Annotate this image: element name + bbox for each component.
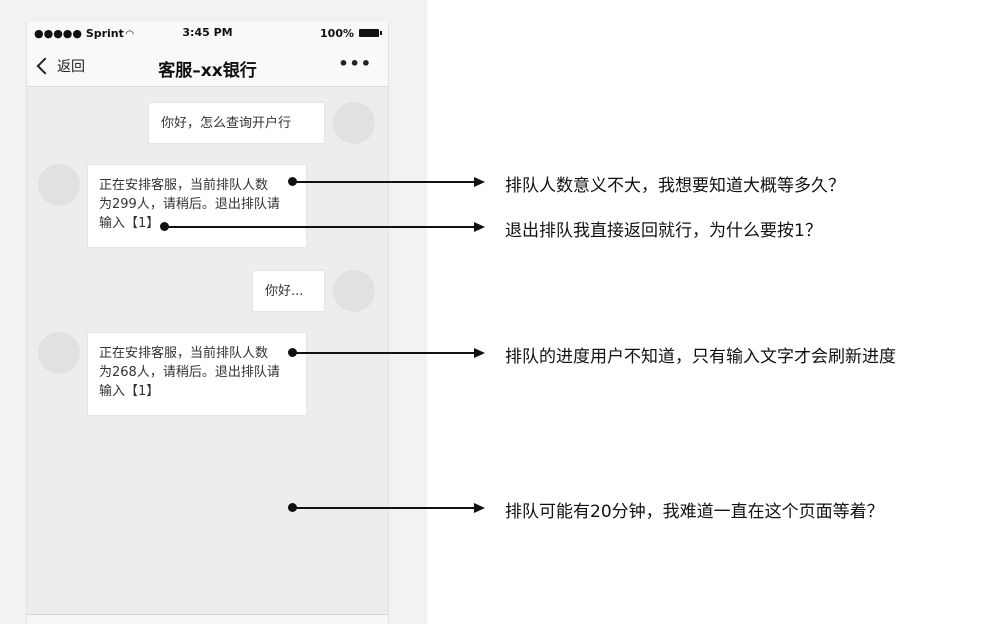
avatar-service bbox=[38, 164, 80, 206]
annotation-dot bbox=[160, 222, 169, 231]
status-bar: ●●●●● Sprint◠ 3:45 PM 100% bbox=[27, 22, 388, 46]
input-bar[interactable] bbox=[27, 614, 388, 624]
chat-bubble-sent: 你好，怎么查询开户行 bbox=[148, 102, 325, 144]
page-title: 客服–xx银行 bbox=[158, 61, 257, 81]
back-button[interactable]: 返回 bbox=[36, 54, 85, 78]
annotation-line bbox=[293, 352, 474, 354]
status-time: 3:45 PM bbox=[182, 26, 233, 39]
avatar-self bbox=[333, 270, 375, 312]
back-label: 返回 bbox=[57, 59, 85, 75]
avatar-service bbox=[38, 332, 80, 374]
annotation-line bbox=[293, 507, 474, 509]
message-line: 为299人，请稍后。退出排队请 bbox=[99, 197, 280, 212]
message-line: 正在安排客服，当前排队人数 bbox=[99, 178, 269, 193]
annotation-text: 排队的进度用户不知道，只有输入文字才会刷新进度 bbox=[505, 347, 896, 367]
annotation-text: 排队人数意义不大，我想要知道大概等多久？ bbox=[505, 176, 845, 196]
nav-bar: 返回 客服–xx银行 ••• bbox=[27, 46, 388, 87]
annotation-dot bbox=[288, 503, 297, 512]
message-text: 你好，怎么查询开户行 bbox=[161, 116, 292, 131]
wifi-icon: ◠ bbox=[125, 29, 134, 40]
arrow-right-icon bbox=[474, 503, 485, 513]
annotation-dot bbox=[288, 348, 297, 357]
avatar-self bbox=[333, 102, 375, 144]
message-line: 输入【1】 bbox=[99, 216, 160, 231]
chat-bubble-sent: 你好... bbox=[252, 270, 325, 312]
message-line: 输入【1】 bbox=[99, 384, 160, 399]
chat-bubble-received: 正在安排客服，当前排队人数 为299人，请稍后。退出排队请 输入【1】 bbox=[87, 164, 307, 248]
more-icon[interactable]: ••• bbox=[338, 54, 372, 73]
message-line: 为268人，请稍后。退出排队请 bbox=[99, 365, 280, 380]
message-text: 你好... bbox=[265, 284, 304, 299]
battery-icon bbox=[359, 29, 382, 37]
arrow-right-icon bbox=[474, 348, 485, 358]
annotation-text: 退出排队我直接返回就行，为什么要按1？ bbox=[505, 221, 822, 241]
arrow-right-icon bbox=[474, 222, 485, 232]
phone-screen: ●●●●● Sprint◠ 3:45 PM 100% 返回 客服–xx银行 ••… bbox=[26, 22, 389, 624]
chat-bubble-received: 正在安排客服，当前排队人数 为268人，请稍后。退出排队请 输入【1】 bbox=[87, 332, 307, 416]
arrow-right-icon bbox=[474, 177, 485, 187]
message-line: 正在安排客服，当前排队人数 bbox=[99, 346, 269, 361]
annotation-dot bbox=[288, 177, 297, 186]
annotation-text: 排队可能有20分钟，我难道一直在这个页面等着？ bbox=[505, 502, 884, 522]
annotation-line bbox=[165, 226, 474, 228]
annotation-line bbox=[293, 181, 474, 183]
carrier-label: ●●●●● Sprint◠ bbox=[34, 27, 134, 40]
battery-percent: 100% bbox=[320, 27, 354, 40]
